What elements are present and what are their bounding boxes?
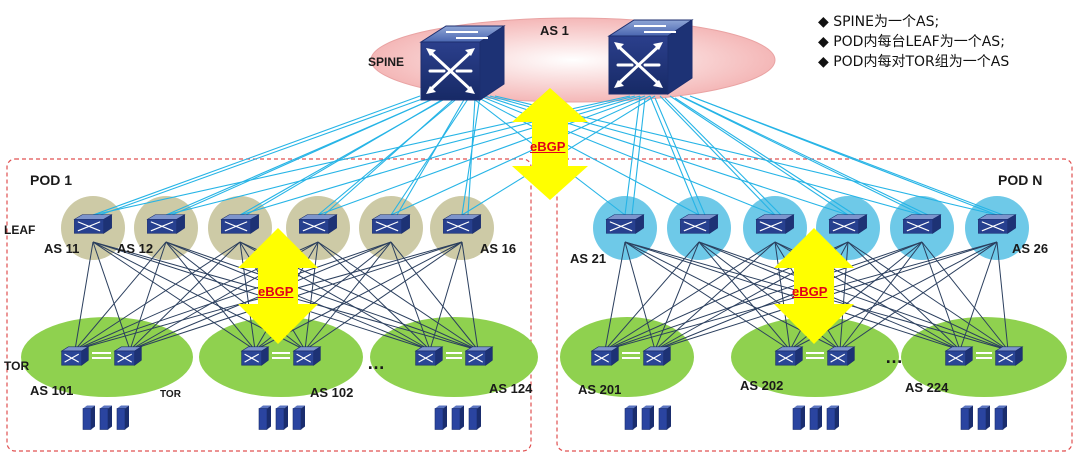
pod1-tor-as-102: AS 102	[310, 385, 354, 400]
podN-leaf-as-26: AS 26	[1012, 241, 1049, 256]
server-icon	[792, 405, 840, 430]
leaf-switch-icon	[146, 214, 186, 234]
leaf-role-label: LEAF	[4, 223, 36, 237]
pod1-tor-side-label: TOR	[160, 389, 181, 400]
ebgp-label-spine: eBGP	[530, 139, 566, 154]
pod1-tor-as-101: AS 101	[30, 383, 74, 398]
podN-boundary	[556, 158, 1073, 452]
server-groups	[82, 405, 1008, 430]
pod1-tor-ellipsis: …	[367, 353, 385, 373]
leaf-switch-icon	[371, 214, 411, 234]
leaf-switch-icon	[73, 214, 113, 234]
legend: ◆ SPINE为一个AS; ◆ POD内每台LEAF为一个AS; ◆ POD内每…	[818, 12, 1009, 72]
ebgp-arrow-spine	[512, 88, 588, 200]
legend-item-leaf: ◆ POD内每台LEAF为一个AS;	[818, 34, 1005, 50]
ebgp-arrows	[238, 88, 854, 344]
leaf-switch-icon	[977, 214, 1017, 234]
spine-role-label: SPINE	[368, 55, 405, 69]
ebgp-arrow-podN	[774, 228, 854, 344]
tor-switches	[61, 346, 1023, 366]
pod1-title: POD 1	[30, 172, 73, 188]
pod1-leaf-as-11: AS 11	[44, 241, 80, 256]
pod1-tor-as-124: AS 124	[489, 381, 533, 396]
leaf-switch-icon	[902, 214, 942, 234]
podN-leaf-as-21: AS 21	[570, 251, 607, 266]
ebgp-arrow-pod1	[238, 228, 318, 344]
leaf-switch-icon	[828, 214, 868, 234]
pod1-leaf-as-16: AS 16	[480, 241, 517, 256]
ebgp-label-podN: eBGP	[792, 284, 828, 299]
pod1-boundary	[6, 158, 532, 452]
leaf-switch-icon	[442, 214, 482, 234]
podN-tor-ellipsis: …	[885, 347, 903, 367]
leaf-switch-icon	[679, 214, 719, 234]
podN-tor-as-224: AS 224	[905, 380, 949, 395]
server-icon	[258, 405, 306, 430]
server-icon	[82, 405, 130, 430]
spine-leaf-links	[92, 95, 1004, 216]
tor-role-label: TOR	[4, 359, 30, 373]
podN-tor-as-202: AS 202	[740, 378, 784, 393]
server-icon	[624, 405, 672, 430]
pod1-leaf-as-12: AS 12	[117, 241, 154, 256]
leaf-switch-icon	[220, 214, 260, 234]
leaf-switch-icon	[298, 214, 338, 234]
spine-as-label: AS 1	[540, 23, 569, 38]
leaf-switch-icon	[755, 214, 795, 234]
podN-tor-as-201: AS 201	[578, 382, 622, 397]
legend-item-spine: ◆ SPINE为一个AS;	[818, 14, 940, 30]
ebgp-label-pod1: eBGP	[258, 284, 294, 299]
legend-item-tor: ◆ POD内每对TOR组为一个AS	[818, 54, 1010, 70]
server-icon	[434, 405, 482, 430]
leaf-switch-icon	[605, 214, 645, 234]
core-switch-icon	[607, 18, 694, 96]
server-icon	[960, 405, 1008, 430]
core-switch-icon	[419, 24, 506, 102]
podN-title: POD N	[998, 172, 1043, 188]
